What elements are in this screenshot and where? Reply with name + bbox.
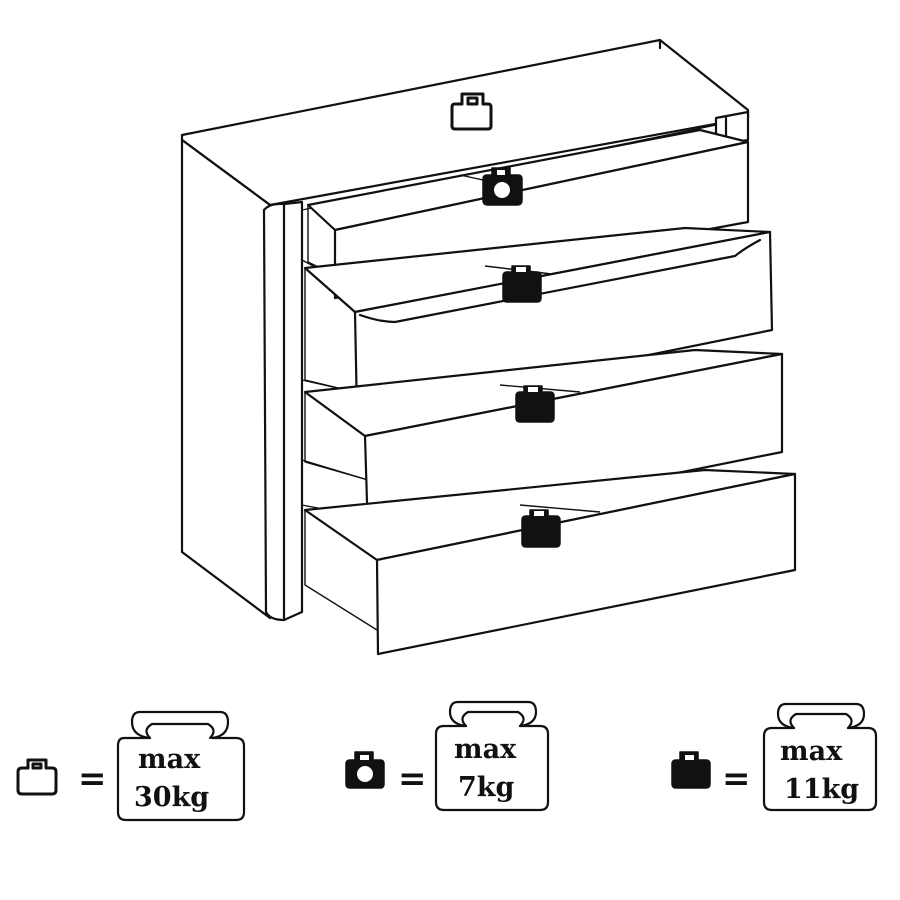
- drawer-2-solid-weight-icon: [502, 265, 542, 303]
- weight-tag-max-label: max: [138, 744, 201, 775]
- ring-weight-icon: [345, 751, 385, 789]
- solid-weight-icon: [671, 751, 711, 789]
- legend-item-7kg: = max 7kg: [345, 700, 550, 812]
- drawer-4-solid-weight-icon: [521, 509, 561, 548]
- top-load-outline-weight-icon: [450, 92, 493, 131]
- legend-item-11kg: = max 11kg: [671, 702, 878, 812]
- chest-of-drawers: [180, 38, 797, 656]
- drawer-4: [303, 468, 797, 656]
- drawer-3-solid-weight-icon: [515, 385, 555, 423]
- weight-tag-7kg-icon: [434, 700, 550, 812]
- weight-tag-value-label: 11kg: [784, 774, 859, 805]
- weight-tag-max-label: max: [780, 736, 843, 767]
- legend-item-30kg: = max 30kg: [16, 710, 246, 822]
- drawer-1-ring-weight-icon: [482, 167, 523, 206]
- cabinet-side-panel: [180, 138, 272, 620]
- weight-tag-value-label: 30kg: [134, 782, 209, 813]
- equals-sign: =: [722, 759, 751, 799]
- equals-sign: =: [398, 759, 427, 799]
- drawer-2: [303, 226, 774, 416]
- weight-tag-30kg-icon: [116, 710, 246, 822]
- outline-weight-icon: [16, 758, 58, 796]
- equals-sign: =: [78, 759, 107, 799]
- weight-tag-11kg-icon: [762, 702, 878, 812]
- weight-tag-max-label: max: [454, 734, 517, 765]
- weight-tag-value-label: 7kg: [458, 772, 514, 803]
